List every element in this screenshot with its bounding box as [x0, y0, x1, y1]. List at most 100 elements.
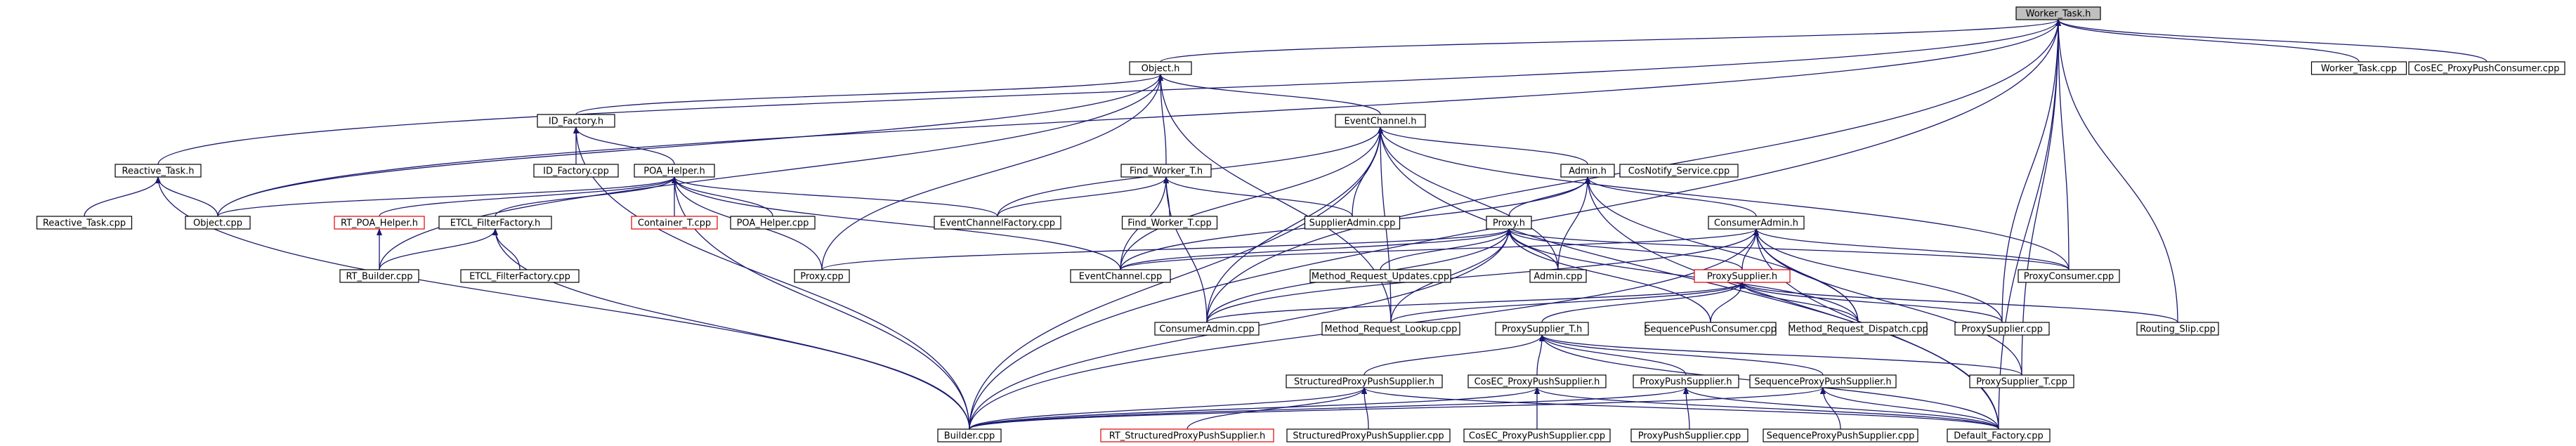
edge-consumeradmin-cpp-to-consumeradmin-h: [1206, 228, 1759, 323]
node-box: [1154, 322, 1260, 336]
dependency-edges: [84, 19, 2487, 430]
node-method-request-dispatch-cpp[interactable]: Method_Request_Dispatch.cpp: [1788, 322, 1928, 336]
node-label: EventChannelFactory.cpp: [940, 218, 1055, 229]
node-box: [1129, 61, 1192, 75]
node-label: StructuredProxyPushSupplier.cpp: [1293, 431, 1444, 442]
node-structuredproxypushsupplier-cpp[interactable]: StructuredProxyPushSupplier.cpp: [1286, 428, 1451, 442]
node-label: ConsumerAdmin.cpp: [1159, 324, 1255, 335]
node-id-factory-h[interactable]: ID_Factory.h: [537, 114, 615, 128]
node-label: Object.h: [1142, 64, 1180, 74]
node-object-h[interactable]: Object.h: [1129, 61, 1192, 75]
node-consumeradmin-h[interactable]: ConsumerAdmin.h: [1708, 216, 1805, 230]
edge-eventchannelfactory-cpp-to-find-worker-t-h: [997, 176, 1169, 217]
node-etcl-filterfactory-cpp[interactable]: ETCL_FilterFactory.cpp: [460, 269, 580, 283]
node-proxysupplier-t-cpp[interactable]: ProxySupplier_T.cpp: [1969, 374, 2074, 388]
edge-consumeradmin-h-to-admin-h: [1585, 176, 1757, 217]
node-cosec-proxypushsupplier-cpp[interactable]: CosEC_ProxyPushSupplier.cpp: [1463, 428, 1611, 442]
node-reactive-task-h[interactable]: Reactive_Task.h: [115, 164, 202, 178]
edge-proxysupplier-t-h-to-proxysupplier-h: [1541, 282, 1745, 323]
node-supplieradmin-cpp[interactable]: SupplierAdmin.cpp: [1304, 216, 1401, 230]
node-proxy-h[interactable]: Proxy.h: [1486, 216, 1532, 230]
node-container-t-cpp[interactable]: Container_T.cpp: [631, 216, 718, 230]
node-box: [2018, 269, 2120, 283]
node-worker-task-cpp[interactable]: Worker_Task.cpp: [2310, 61, 2407, 75]
node-proxysupplier-h[interactable]: ProxySupplier.h: [1694, 269, 1791, 283]
node-structuredproxypushsupplier-h[interactable]: StructuredProxyPushSupplier.h: [1286, 374, 1443, 388]
edge-default-factory-cpp-to-admin-h: [1585, 176, 1999, 430]
edge-routing-slip-cpp-to-worker-task-h: [2055, 19, 2178, 323]
node-routing-slip-cpp[interactable]: Routing_Slip.cpp: [2136, 322, 2219, 336]
node-label: CosNotify_Service.cpp: [1628, 166, 1730, 177]
edge-sequencepushconsumer-cpp-to-proxysupplier-h: [1710, 282, 1745, 323]
node-object-cpp[interactable]: Object.cpp: [185, 216, 251, 230]
node-method-request-lookup-cpp[interactable]: Method_Request_Lookup.cpp: [1321, 322, 1460, 336]
edge-proxyconsumer-cpp-to-worker-task-h: [2055, 19, 2070, 270]
node-box: [2310, 61, 2407, 75]
node-box: [634, 164, 715, 178]
edge-builder-cpp-to-reactive-task-h: [155, 176, 970, 430]
node-rt-structuredproxypushsupplier-h[interactable]: RT_StructuredProxyPushSupplier.h: [1100, 428, 1274, 442]
node-etcl-filterfactory-h[interactable]: ETCL_FilterFactory.h: [438, 216, 552, 230]
node-poa-helper-h[interactable]: POA_Helper.h: [634, 164, 715, 178]
node-method-request-updates-cpp[interactable]: Method_Request_Updates.cpp: [1309, 269, 1451, 283]
node-box: [1309, 269, 1451, 283]
node-id-factory-cpp[interactable]: ID_Factory.cpp: [533, 164, 619, 178]
edge-proxy-cpp-to-proxy-h: [821, 228, 1512, 270]
node-rt-poa-helper-h[interactable]: RT_POA_Helper.h: [334, 216, 425, 230]
node-cosnotify-service-cpp[interactable]: CosNotify_Service.cpp: [1619, 164, 1739, 178]
node-poa-helper-cpp[interactable]: POA_Helper.cpp: [730, 216, 816, 230]
edge-method-request-lookup-cpp-to-proxysupplier-h: [1390, 282, 1745, 323]
node-box: [1321, 322, 1460, 336]
node-rt-builder-cpp[interactable]: RT_Builder.cpp: [339, 269, 419, 283]
node-label: Builder.cpp: [944, 431, 995, 442]
node-label: SequenceProxyPushSupplier.h: [1754, 377, 1891, 388]
node-eventchannel-cpp[interactable]: EventChannel.cpp: [1070, 269, 1171, 283]
node-box: [1286, 374, 1443, 388]
node-box: [1633, 374, 1739, 388]
edge-object-h-to-worker-task-h: [1160, 19, 2061, 63]
node-box: [631, 216, 718, 230]
node-proxy-cpp[interactable]: Proxy.cpp: [794, 269, 850, 283]
node-proxysupplier-t-h[interactable]: ProxySupplier_T.h: [1495, 322, 1589, 336]
node-consumeradmin-cpp[interactable]: ConsumerAdmin.cpp: [1154, 322, 1260, 336]
node-label: ProxyPushSupplier.cpp: [1638, 431, 1741, 442]
node-worker-task-h[interactable]: Worker_Task.h: [2015, 6, 2101, 20]
node-admin-h[interactable]: Admin.h: [1560, 164, 1615, 178]
node-eventchannel-h[interactable]: EventChannel.h: [1335, 114, 1426, 128]
node-reactive-task-cpp[interactable]: Reactive_Task.cpp: [36, 216, 133, 230]
node-cosec-proxypushconsumer-cpp[interactable]: CosEC_ProxyPushConsumer.cpp: [2408, 61, 2565, 75]
node-sequenceproxypushsupplier-cpp[interactable]: SequenceProxyPushSupplier.cpp: [1763, 428, 1918, 442]
node-label: POA_Helper.h: [643, 166, 705, 177]
edge-eventchannel-h-to-object-h: [1158, 74, 1381, 115]
node-proxypushsupplier-h[interactable]: ProxyPushSupplier.h: [1633, 374, 1739, 388]
edge-consumeradmin-cpp-to-find-worker-t-h: [1163, 176, 1208, 323]
edge-builder-cpp-to-structuredproxypushsupplier-h: [969, 387, 1367, 430]
node-default-factory-cpp[interactable]: Default_Factory.cpp: [1947, 428, 2051, 442]
node-box: [115, 164, 202, 178]
node-box: [1630, 428, 1748, 442]
node-admin-cpp[interactable]: Admin.cpp: [1529, 269, 1587, 283]
edge-poa-helper-h-to-id-factory-h: [573, 126, 675, 165]
edge-builder-cpp-to-eventchannel-h: [969, 126, 1383, 430]
edge-builder-cpp-to-cosec-proxypushsupplier-h: [969, 387, 1540, 430]
node-box: [1789, 322, 1928, 336]
node-sequenceproxypushsupplier-h[interactable]: SequenceProxyPushSupplier.h: [1749, 374, 1897, 388]
edge-proxysupplier-cpp-to-worker-task-h: [2001, 19, 2061, 323]
node-find-worker-t-h[interactable]: Find_Worker_T.h: [1120, 164, 1212, 178]
node-label: Proxy.h: [1493, 218, 1525, 229]
node-find-worker-t-cpp[interactable]: Find_Worker_T.cpp: [1121, 216, 1218, 230]
node-proxyconsumer-cpp[interactable]: ProxyConsumer.cpp: [2018, 269, 2120, 283]
node-label: Reactive_Task.cpp: [43, 218, 126, 229]
node-label: StructuredProxyPushSupplier.h: [1294, 377, 1434, 388]
node-box: [1463, 428, 1611, 442]
edge-eventchannel-cpp-to-eventchannel-h: [1120, 126, 1383, 270]
node-box: [1304, 216, 1401, 230]
node-box: [2408, 61, 2565, 75]
node-proxysupplier-cpp[interactable]: ProxySupplier.cpp: [1954, 322, 2050, 336]
node-cosec-proxypushsupplier-h[interactable]: CosEC_ProxyPushSupplier.h: [1467, 374, 1607, 388]
node-eventchannelfactory-cpp[interactable]: EventChannelFactory.cpp: [934, 216, 1061, 230]
node-builder-cpp[interactable]: Builder.cpp: [937, 428, 1002, 442]
node-box: [1121, 216, 1218, 230]
node-proxypushsupplier-cpp[interactable]: ProxyPushSupplier.cpp: [1630, 428, 1748, 442]
node-sequencepushconsumer-cpp[interactable]: SequencePushConsumer.cpp: [1645, 322, 1777, 336]
